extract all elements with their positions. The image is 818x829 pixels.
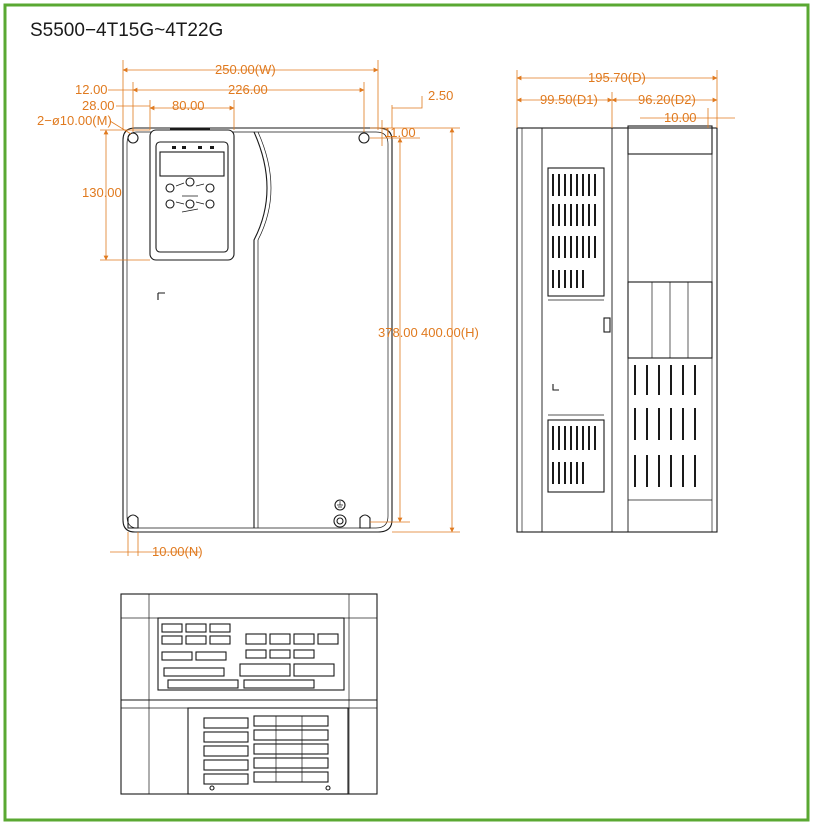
dim-top-offset: 2.50: [428, 88, 453, 103]
side-vent-top: [552, 174, 596, 288]
dim-flange: 10.00: [664, 110, 697, 125]
mount-hole-top-left: [127, 132, 139, 144]
bottom-view: [120, 593, 378, 795]
dim-top-gap: 11.00: [384, 125, 416, 140]
cable-entry-icon: [333, 514, 347, 528]
dim-slot-width: 10.00(N): [152, 544, 203, 559]
side-vent-bottom: [552, 426, 596, 484]
heatsink-vents: [634, 365, 696, 487]
dim-panel-width: 80.00: [172, 98, 205, 113]
dim-panel-height: 130.00: [82, 185, 122, 200]
front-dimensions: 250.00(W) 226.00 12.00 28.00 80.00 2−ø10…: [37, 60, 479, 559]
dim-height-h: 400.00(H): [421, 325, 479, 340]
dim-width-w: 250.00(W): [215, 62, 276, 77]
key-button: [205, 183, 215, 193]
dim-depth-d2: 96.20(D2): [638, 92, 696, 107]
drawing-title: S5500−4T15G~4T22G: [30, 20, 223, 41]
dim-inner-width: 226.00: [228, 82, 268, 97]
keypad-panel: [149, 129, 235, 261]
display-screen: [159, 151, 225, 177]
key-button: [205, 199, 215, 209]
front-view: [122, 127, 393, 533]
dim-hole-spec: 2−ø10.00(M): [37, 113, 112, 128]
key-button: [185, 177, 195, 187]
bottom-terminal-plate: [203, 715, 331, 791]
ground-icon: [334, 499, 346, 511]
key-button: [165, 183, 175, 193]
mount-hole-top-right: [358, 132, 370, 144]
dim-depth-d1: 99.50(D1): [540, 92, 598, 107]
dim-panel-offset: 28.00: [82, 98, 115, 113]
dim-depth-d: 195.70(D): [588, 70, 646, 85]
key-button: [185, 199, 195, 209]
side-view: [516, 125, 718, 533]
dim-offset-left: 12.00: [75, 82, 108, 97]
key-button: [165, 199, 175, 209]
bottom-terminals: [161, 623, 339, 689]
page-border: [3, 3, 810, 822]
side-dimensions: 195.70(D) 99.50(D1) 96.20(D2) 10.00: [516, 70, 735, 128]
dim-hole-pitch-height: 378.00: [378, 325, 418, 340]
